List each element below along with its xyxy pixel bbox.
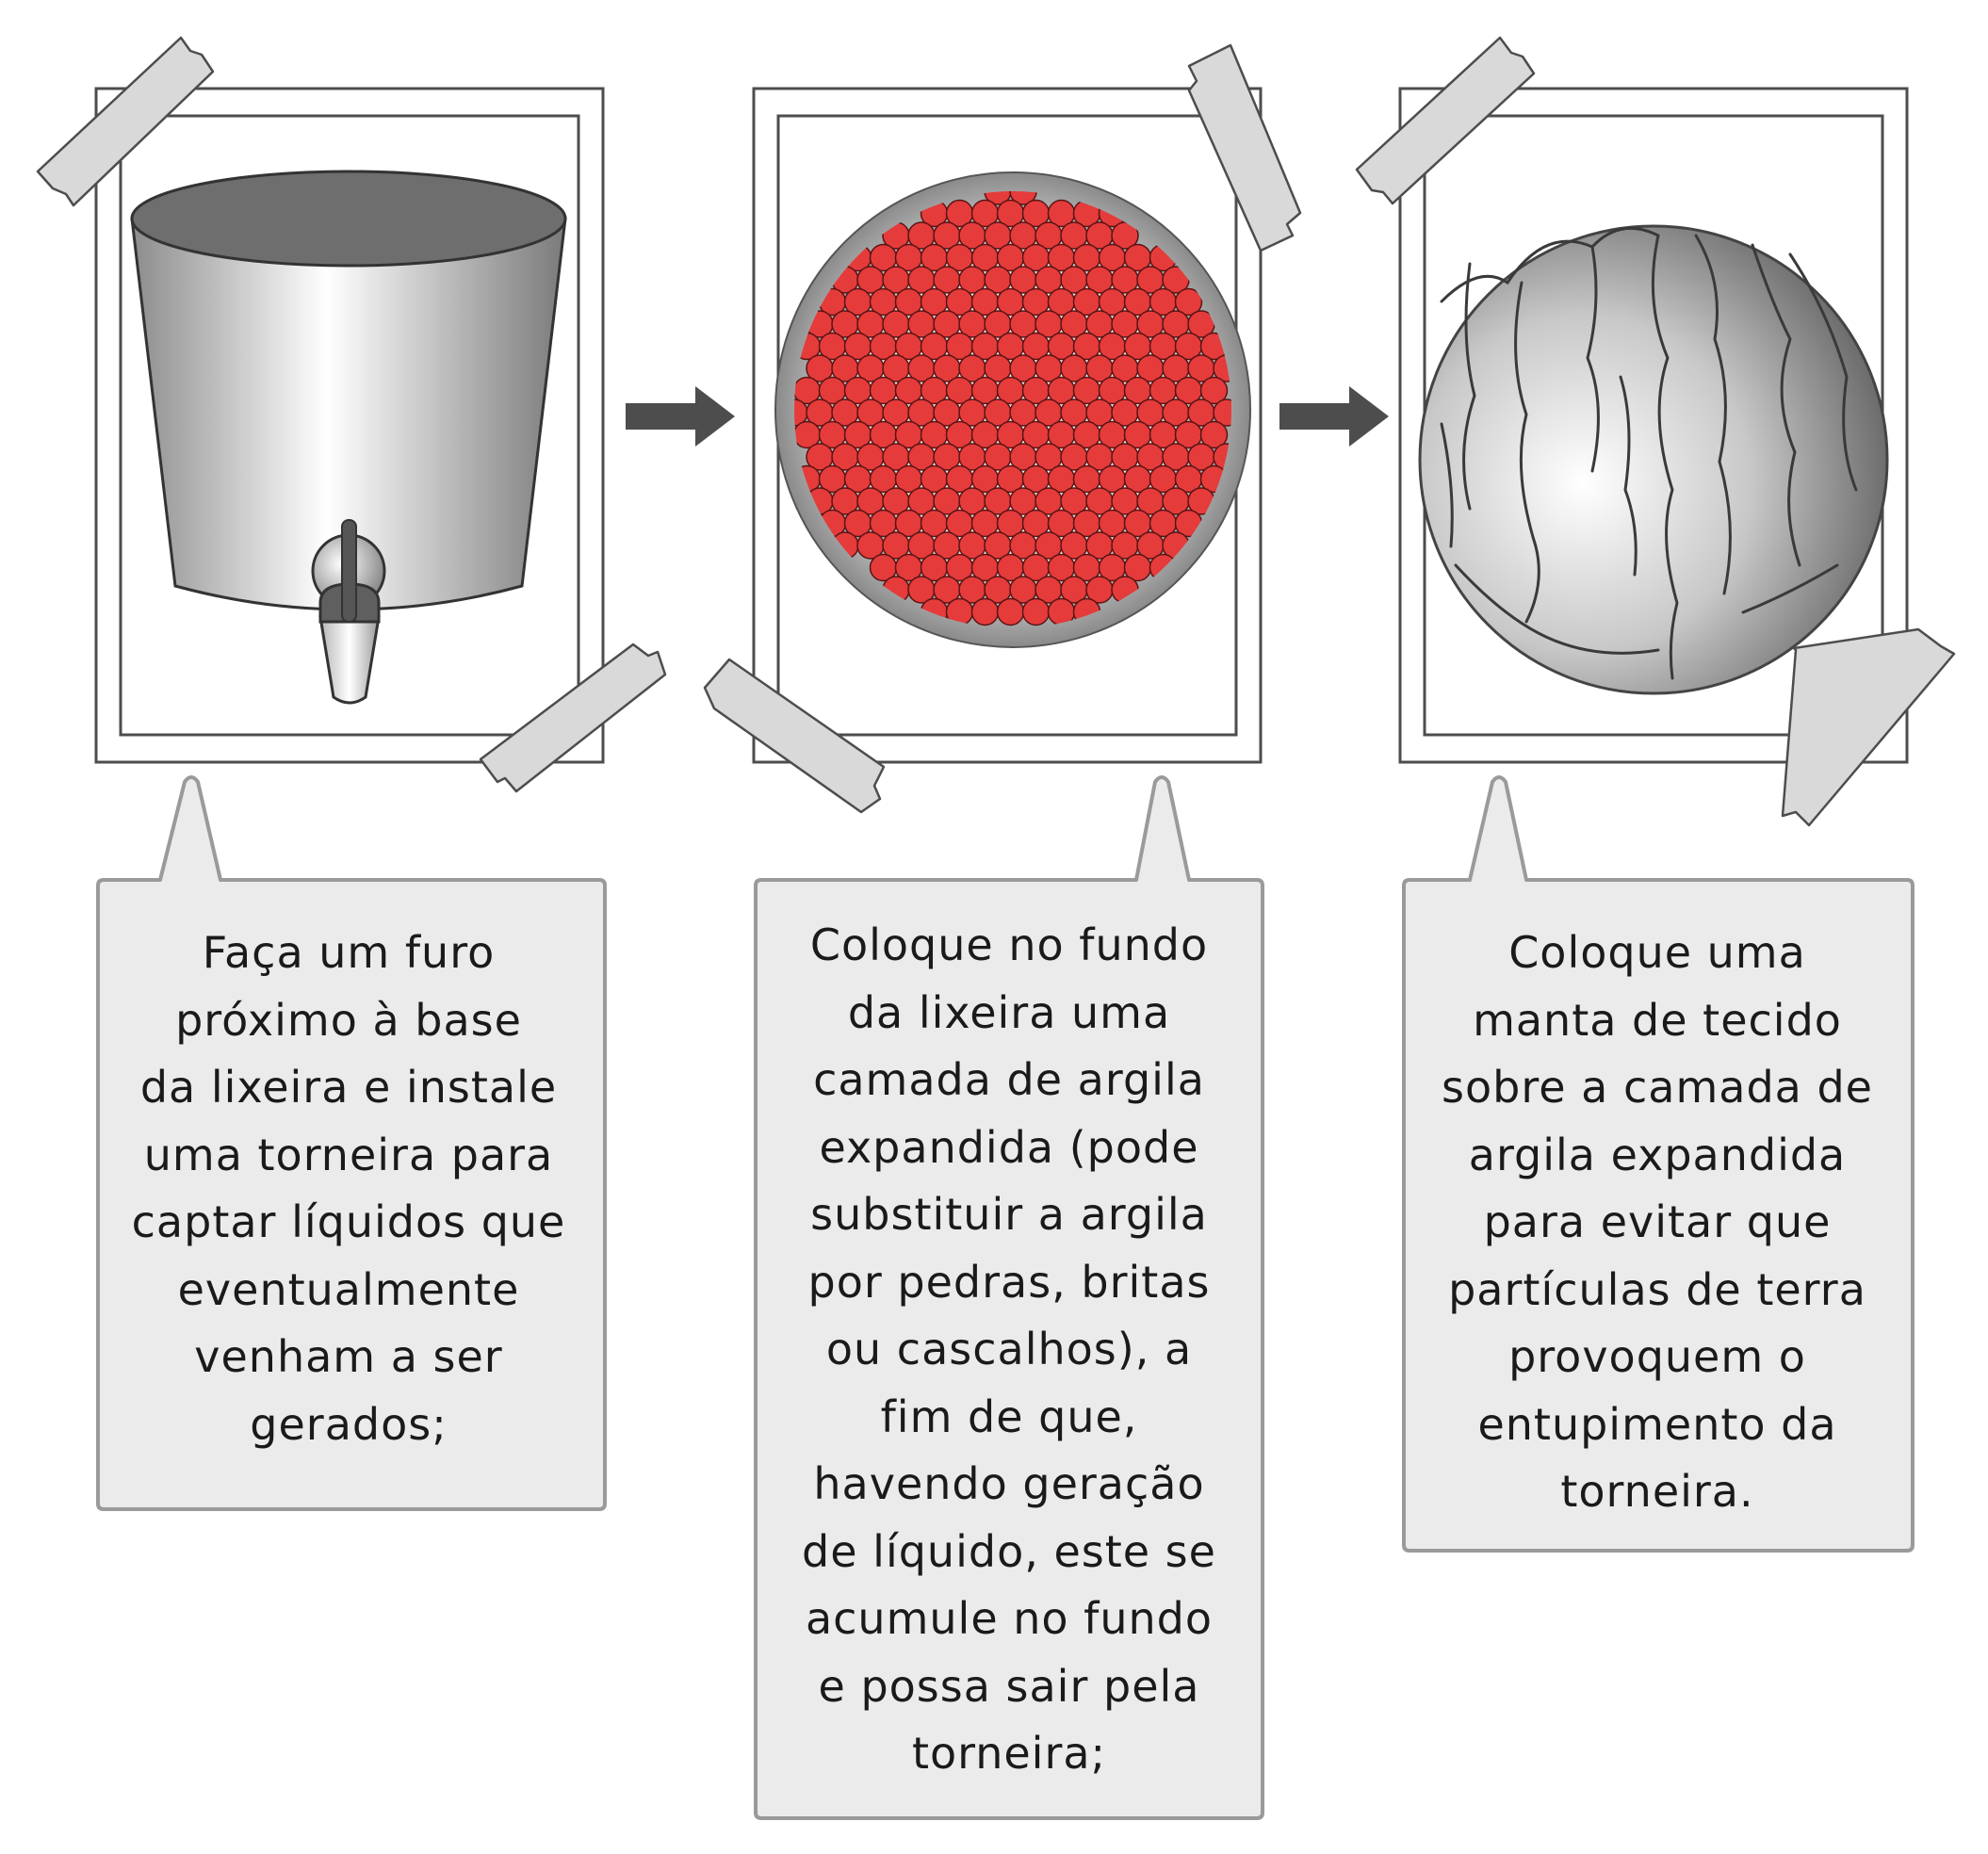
clay-ball: [1009, 191, 1037, 205]
bucket-opening: [130, 170, 567, 268]
tape-panel2-bottom: [703, 658, 886, 814]
clay-ball: [1199, 376, 1229, 405]
bubble-step-1: [96, 775, 607, 1511]
process-arrows: [626, 386, 1389, 447]
fabric-blanket: [1418, 224, 1889, 695]
step-1-text: Faça um furo próximo à base da lixeira e…: [131, 927, 566, 1450]
arrow-1-to-2: [626, 386, 735, 447]
clay-ball: [1213, 398, 1231, 427]
clay-ball: [1021, 597, 1051, 626]
clay-ball: [984, 191, 1012, 205]
fabric-folds: [1440, 226, 1858, 680]
tape-panel3-bottom: [1781, 627, 1956, 827]
arrow-2-to-3: [1279, 386, 1389, 447]
bucket-illustration: [130, 170, 567, 705]
clay-ball: [1174, 287, 1203, 317]
tap-nozzle: [318, 615, 381, 705]
bubble-step-2: [754, 775, 1264, 1820]
tape-panel1-bottom: [479, 642, 667, 793]
tape-panel1-top: [36, 36, 215, 207]
clay-ball: [1199, 420, 1229, 449]
clay-ball: [970, 597, 1000, 626]
step-3-text: Coloque uma manta de tecido sobre a cama…: [1442, 927, 1873, 1517]
clay-ball: [1111, 221, 1139, 250]
tap-handle: [341, 519, 357, 623]
expanded-clay-layer: [794, 191, 1231, 626]
panel-1-photo: [94, 87, 605, 764]
tape-strips: [36, 36, 1956, 827]
clay-ball: [996, 597, 1025, 626]
tape-panel3-top: [1355, 36, 1536, 205]
speech-bubbles: [96, 775, 1915, 1820]
panel-2-photo: [752, 87, 1263, 764]
step-2-text: Coloque no fundo da lixeira uma camada d…: [802, 919, 1216, 1779]
tape-panel2-top: [1187, 43, 1302, 252]
bubble-step-3: [1402, 775, 1915, 1553]
